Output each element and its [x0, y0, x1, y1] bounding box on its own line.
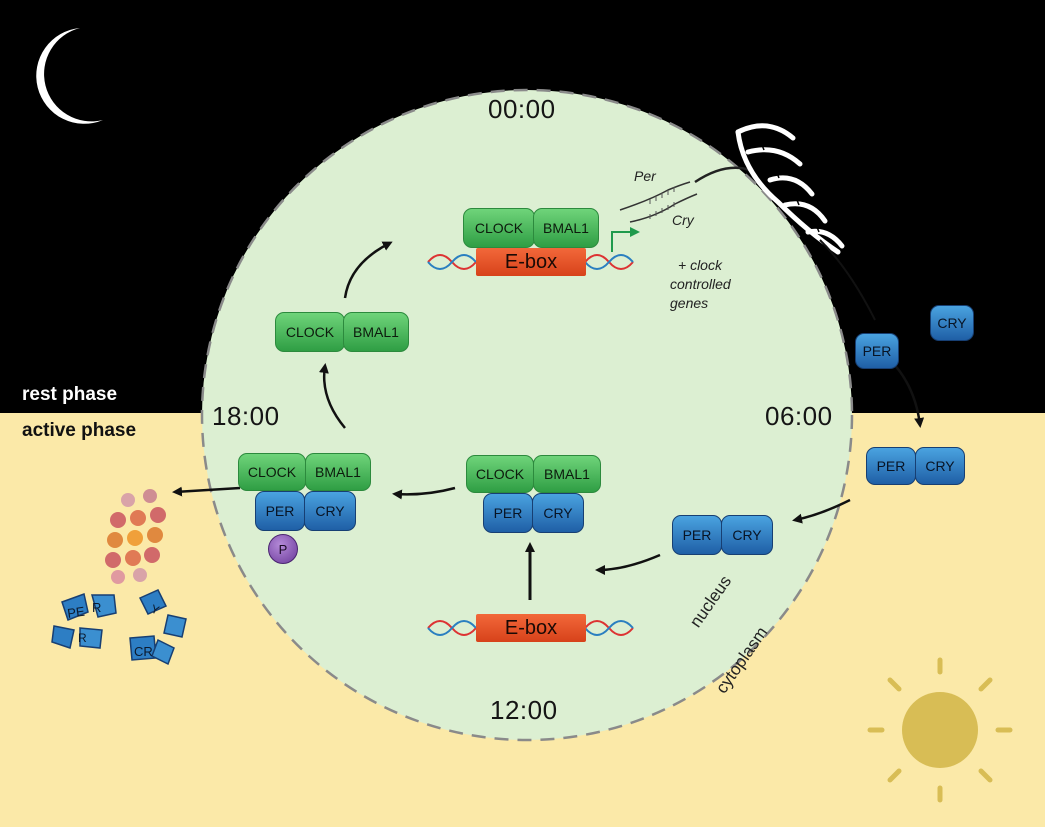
per-protein-repressed: PER — [483, 493, 533, 533]
sun-icon — [867, 657, 1013, 803]
dna-helix-top — [427, 254, 634, 270]
per-transcript-label: Per — [634, 168, 656, 184]
active-phase-label: active phase — [22, 420, 137, 441]
cry-protein-dimer-cyto: CRY — [915, 447, 965, 485]
phosphate-group: P — [268, 534, 298, 564]
time-label-1200: 12:00 — [490, 695, 558, 725]
cry-protein-phospho: CRY — [304, 491, 356, 531]
rest-phase-label: rest phase — [22, 384, 118, 405]
svg-text:R: R — [92, 600, 101, 615]
ebox-bottom: E-box — [476, 614, 586, 642]
transcription-arrow — [611, 231, 632, 252]
ccg-line2: controlled — [670, 276, 731, 292]
ccg-line3: genes — [670, 295, 709, 311]
degraded-fragments: PE R R Y CR — [51, 589, 187, 666]
arrow-to-ebox — [343, 241, 393, 299]
time-label-0600: 06:00 — [765, 401, 833, 431]
arrow-complex-formation — [595, 553, 661, 575]
svg-text:R: R — [78, 631, 87, 645]
arrow-to-degradation — [172, 486, 241, 497]
bmal1-protein-top: BMAL1 — [533, 208, 599, 248]
cry-protein-dimer-nuc: CRY — [721, 515, 773, 555]
per-protein-phospho: PER — [255, 491, 305, 531]
nucleus — [200, 88, 854, 742]
arrow-import — [792, 498, 851, 524]
bmal1-protein-repressed: BMAL1 — [533, 455, 601, 493]
time-label-1800: 18:00 — [212, 401, 280, 431]
per-protein-dimer-cyto: PER — [866, 447, 916, 485]
ribosome-icon — [735, 123, 845, 255]
svg-text:PE: PE — [66, 604, 86, 621]
cry-protein-repressed: CRY — [532, 493, 584, 533]
svg-text:CR: CR — [134, 644, 153, 659]
cry-protein-cytoplasm: CRY — [930, 305, 974, 341]
clock-protein-repressed: CLOCK — [466, 455, 534, 493]
arrow-complex-to-phospho — [392, 486, 456, 500]
cry-transcript-label: Cry — [672, 212, 694, 228]
per-protein-dimer-nuc: PER — [672, 515, 722, 555]
ebox-top: E-box — [476, 248, 586, 276]
clock-protein-free: CLOCK — [275, 312, 345, 352]
ccg-line1: + clock — [678, 257, 722, 273]
proteasome-icon — [105, 489, 166, 584]
bmal1-protein-free: BMAL1 — [343, 312, 409, 352]
arrow-release — [318, 363, 346, 429]
time-label-0000: 00:00 — [488, 94, 556, 124]
bmal1-protein-phospho: BMAL1 — [305, 453, 371, 491]
clock-protein-phospho: CLOCK — [238, 453, 306, 491]
per-protein-cytoplasm: PER — [855, 333, 899, 369]
dna-helix-bottom — [427, 620, 634, 636]
clock-protein-top: CLOCK — [463, 208, 535, 248]
